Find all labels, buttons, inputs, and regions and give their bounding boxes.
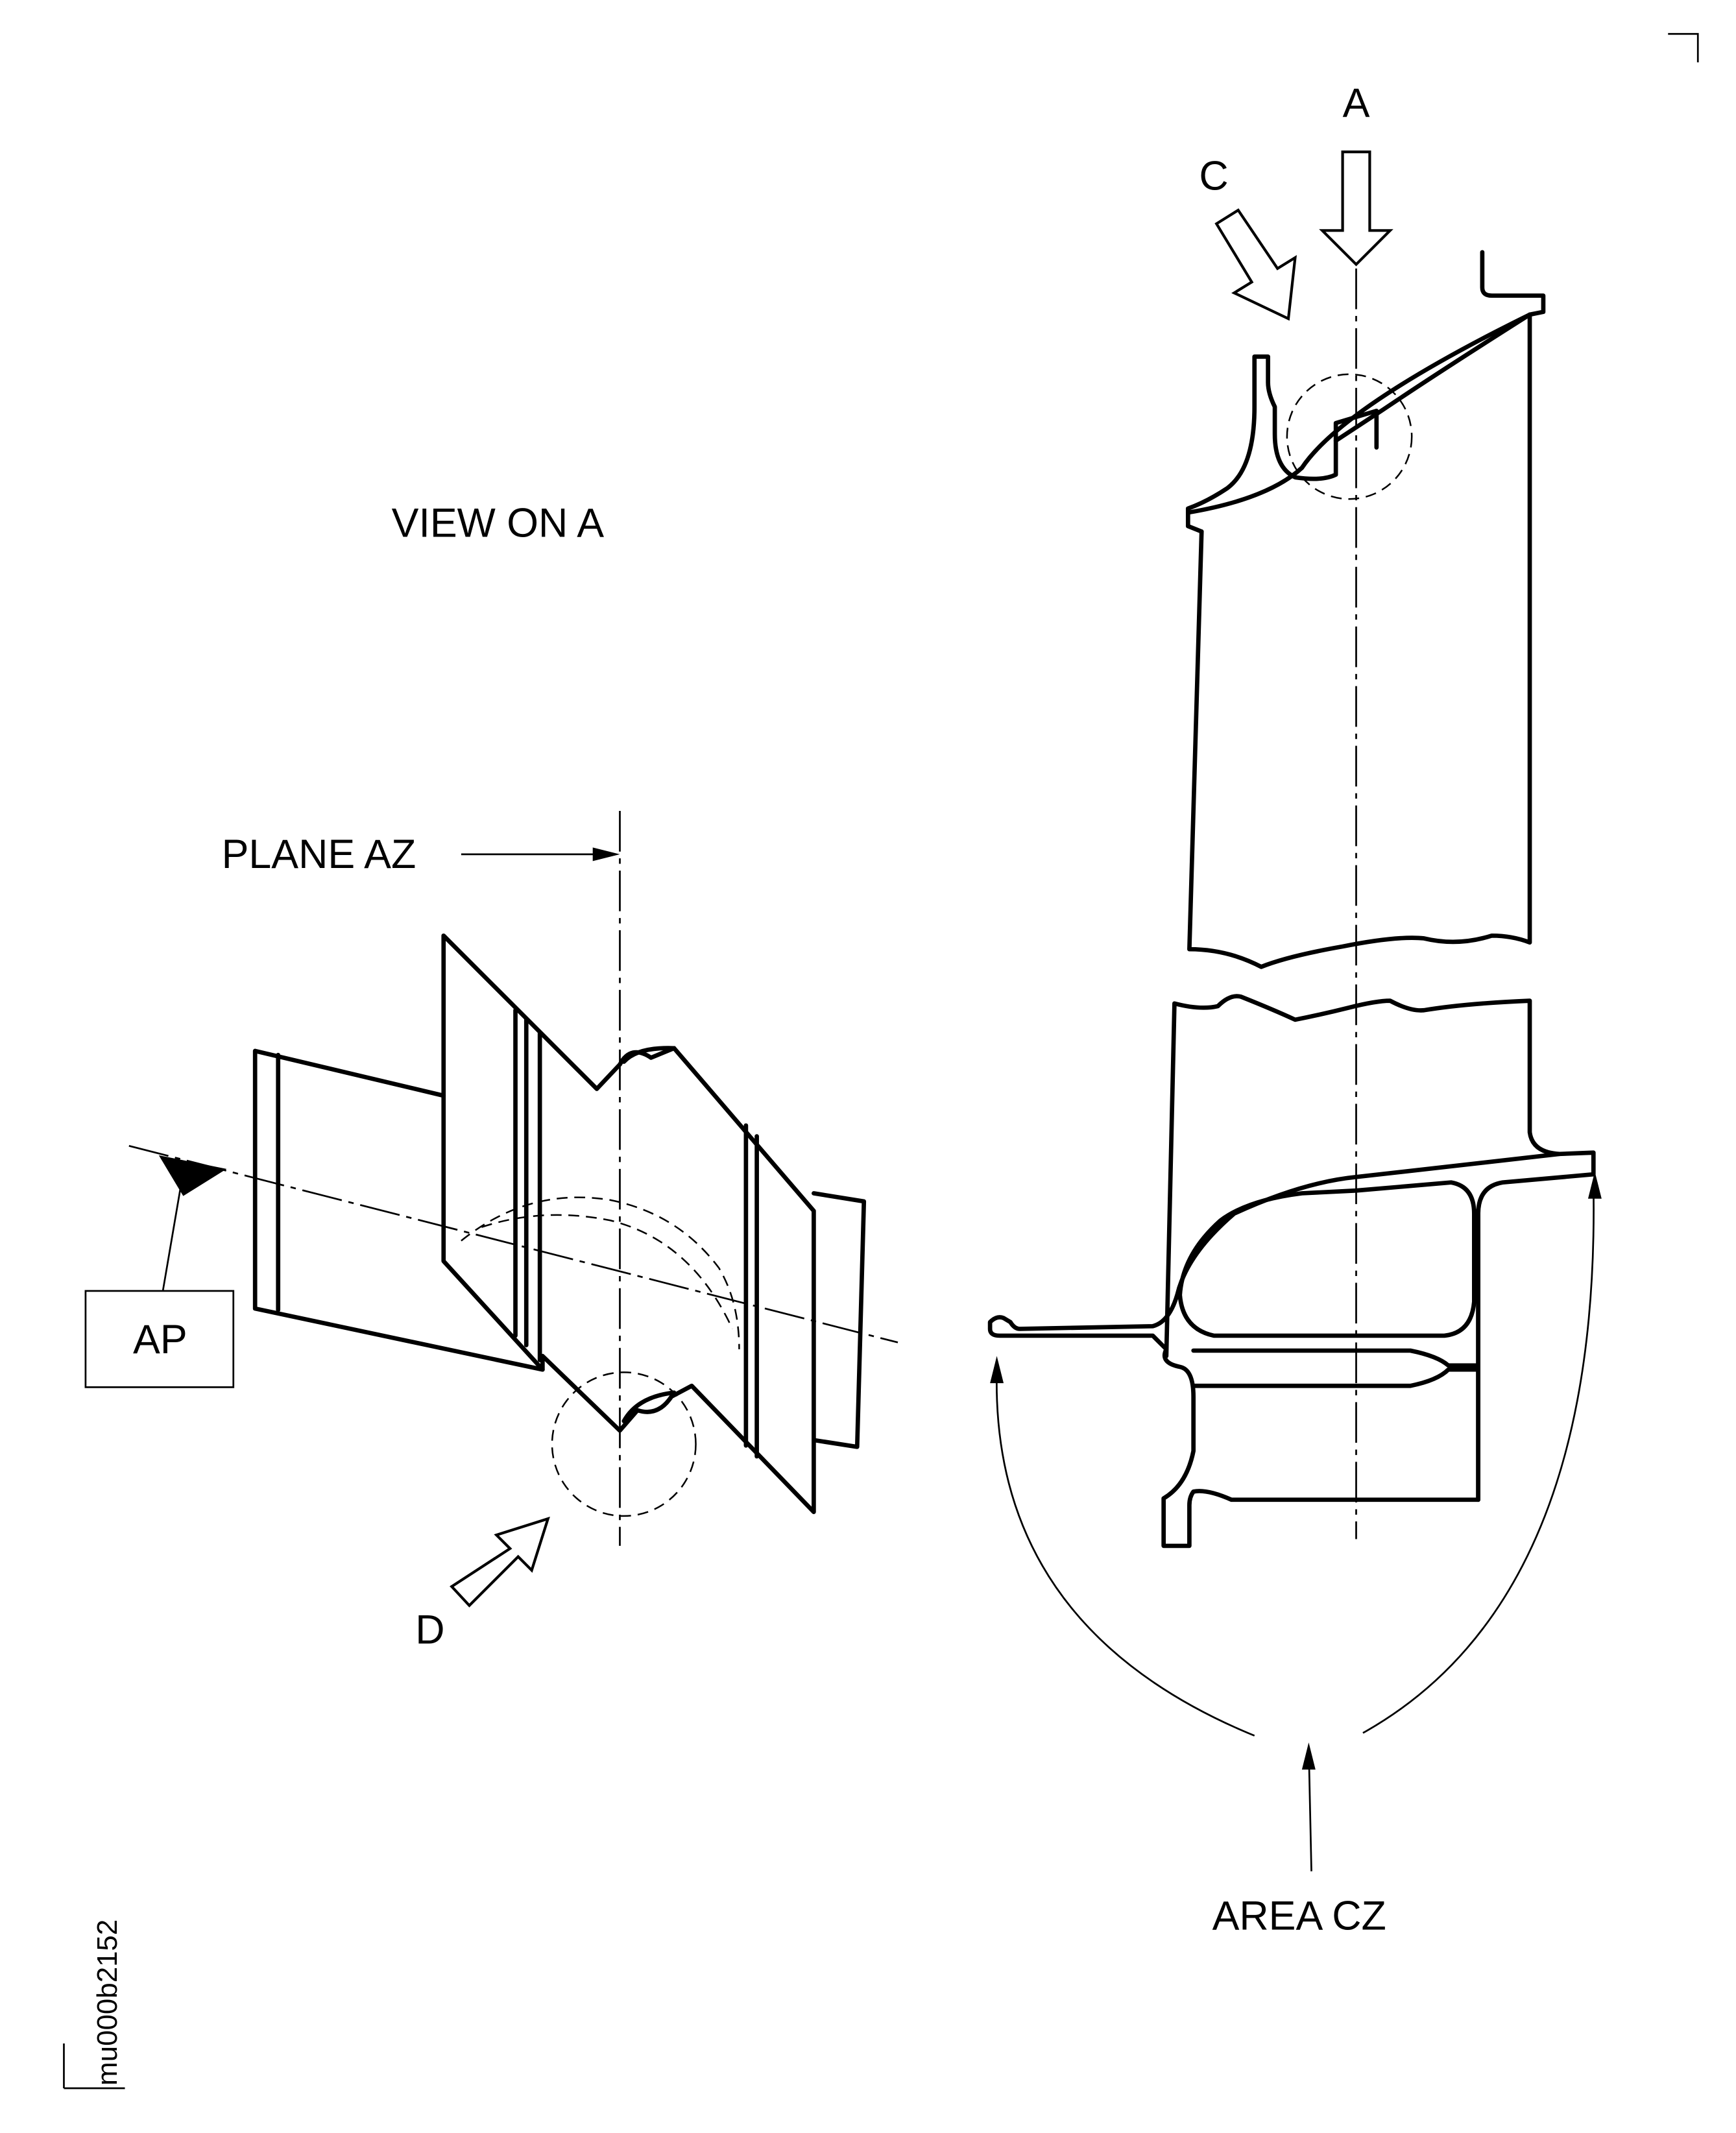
label-plane-az: PLANE AZ — [222, 832, 416, 877]
blade-side-view — [987, 250, 1596, 1549]
hollow-arrow-down-icon — [1319, 151, 1393, 267]
corner-mark — [1668, 32, 1699, 63]
label-a: A — [1343, 80, 1370, 126]
detail-circle-d — [551, 1371, 697, 1517]
blade-root-slot — [1191, 1348, 1480, 1388]
drawing-id: mu000b2152 — [91, 1920, 123, 2086]
label-d: D — [415, 1607, 444, 1652]
datum-triangle-icon — [158, 1155, 227, 1196]
view-arrow-d: D — [415, 1516, 550, 1652]
blade-tip-shroud — [1185, 250, 1546, 534]
arrowhead-icon — [990, 1356, 1004, 1384]
hollow-arrow-diagonal-icon — [450, 1516, 550, 1608]
datum-axis — [128, 1144, 898, 1344]
view-arrow-c: C — [1199, 154, 1297, 321]
plane-az-callout: PLANE AZ — [222, 810, 621, 1546]
blade-view-on-a — [252, 933, 867, 1514]
label-ap: AP — [133, 1317, 187, 1362]
blade-root-cavity — [1177, 1180, 1477, 1338]
blade-platform — [987, 1150, 1596, 1549]
area-cz-callout: AREA CZ — [990, 1171, 1602, 1938]
arrowhead-icon — [592, 847, 620, 862]
id-corner-mark — [63, 2043, 125, 2090]
shroud-plate — [441, 933, 816, 1514]
view-arrow-a: A — [1319, 80, 1393, 267]
hollow-arrow-diagonal-icon — [1214, 208, 1297, 321]
arrowhead-icon — [1301, 1742, 1316, 1770]
blade-tip-notch — [1333, 409, 1379, 450]
detail-circle-c — [1286, 373, 1413, 500]
datum-box — [84, 1290, 235, 1388]
arrowhead-icon — [1587, 1171, 1602, 1199]
label-area-cz: AREA CZ — [1212, 1893, 1386, 1938]
label-c: C — [1199, 154, 1228, 199]
datum-ap: AP — [84, 1144, 898, 1388]
blade-airfoil-upper — [1187, 312, 1532, 969]
title-view-on-a: VIEW ON A — [392, 501, 605, 546]
